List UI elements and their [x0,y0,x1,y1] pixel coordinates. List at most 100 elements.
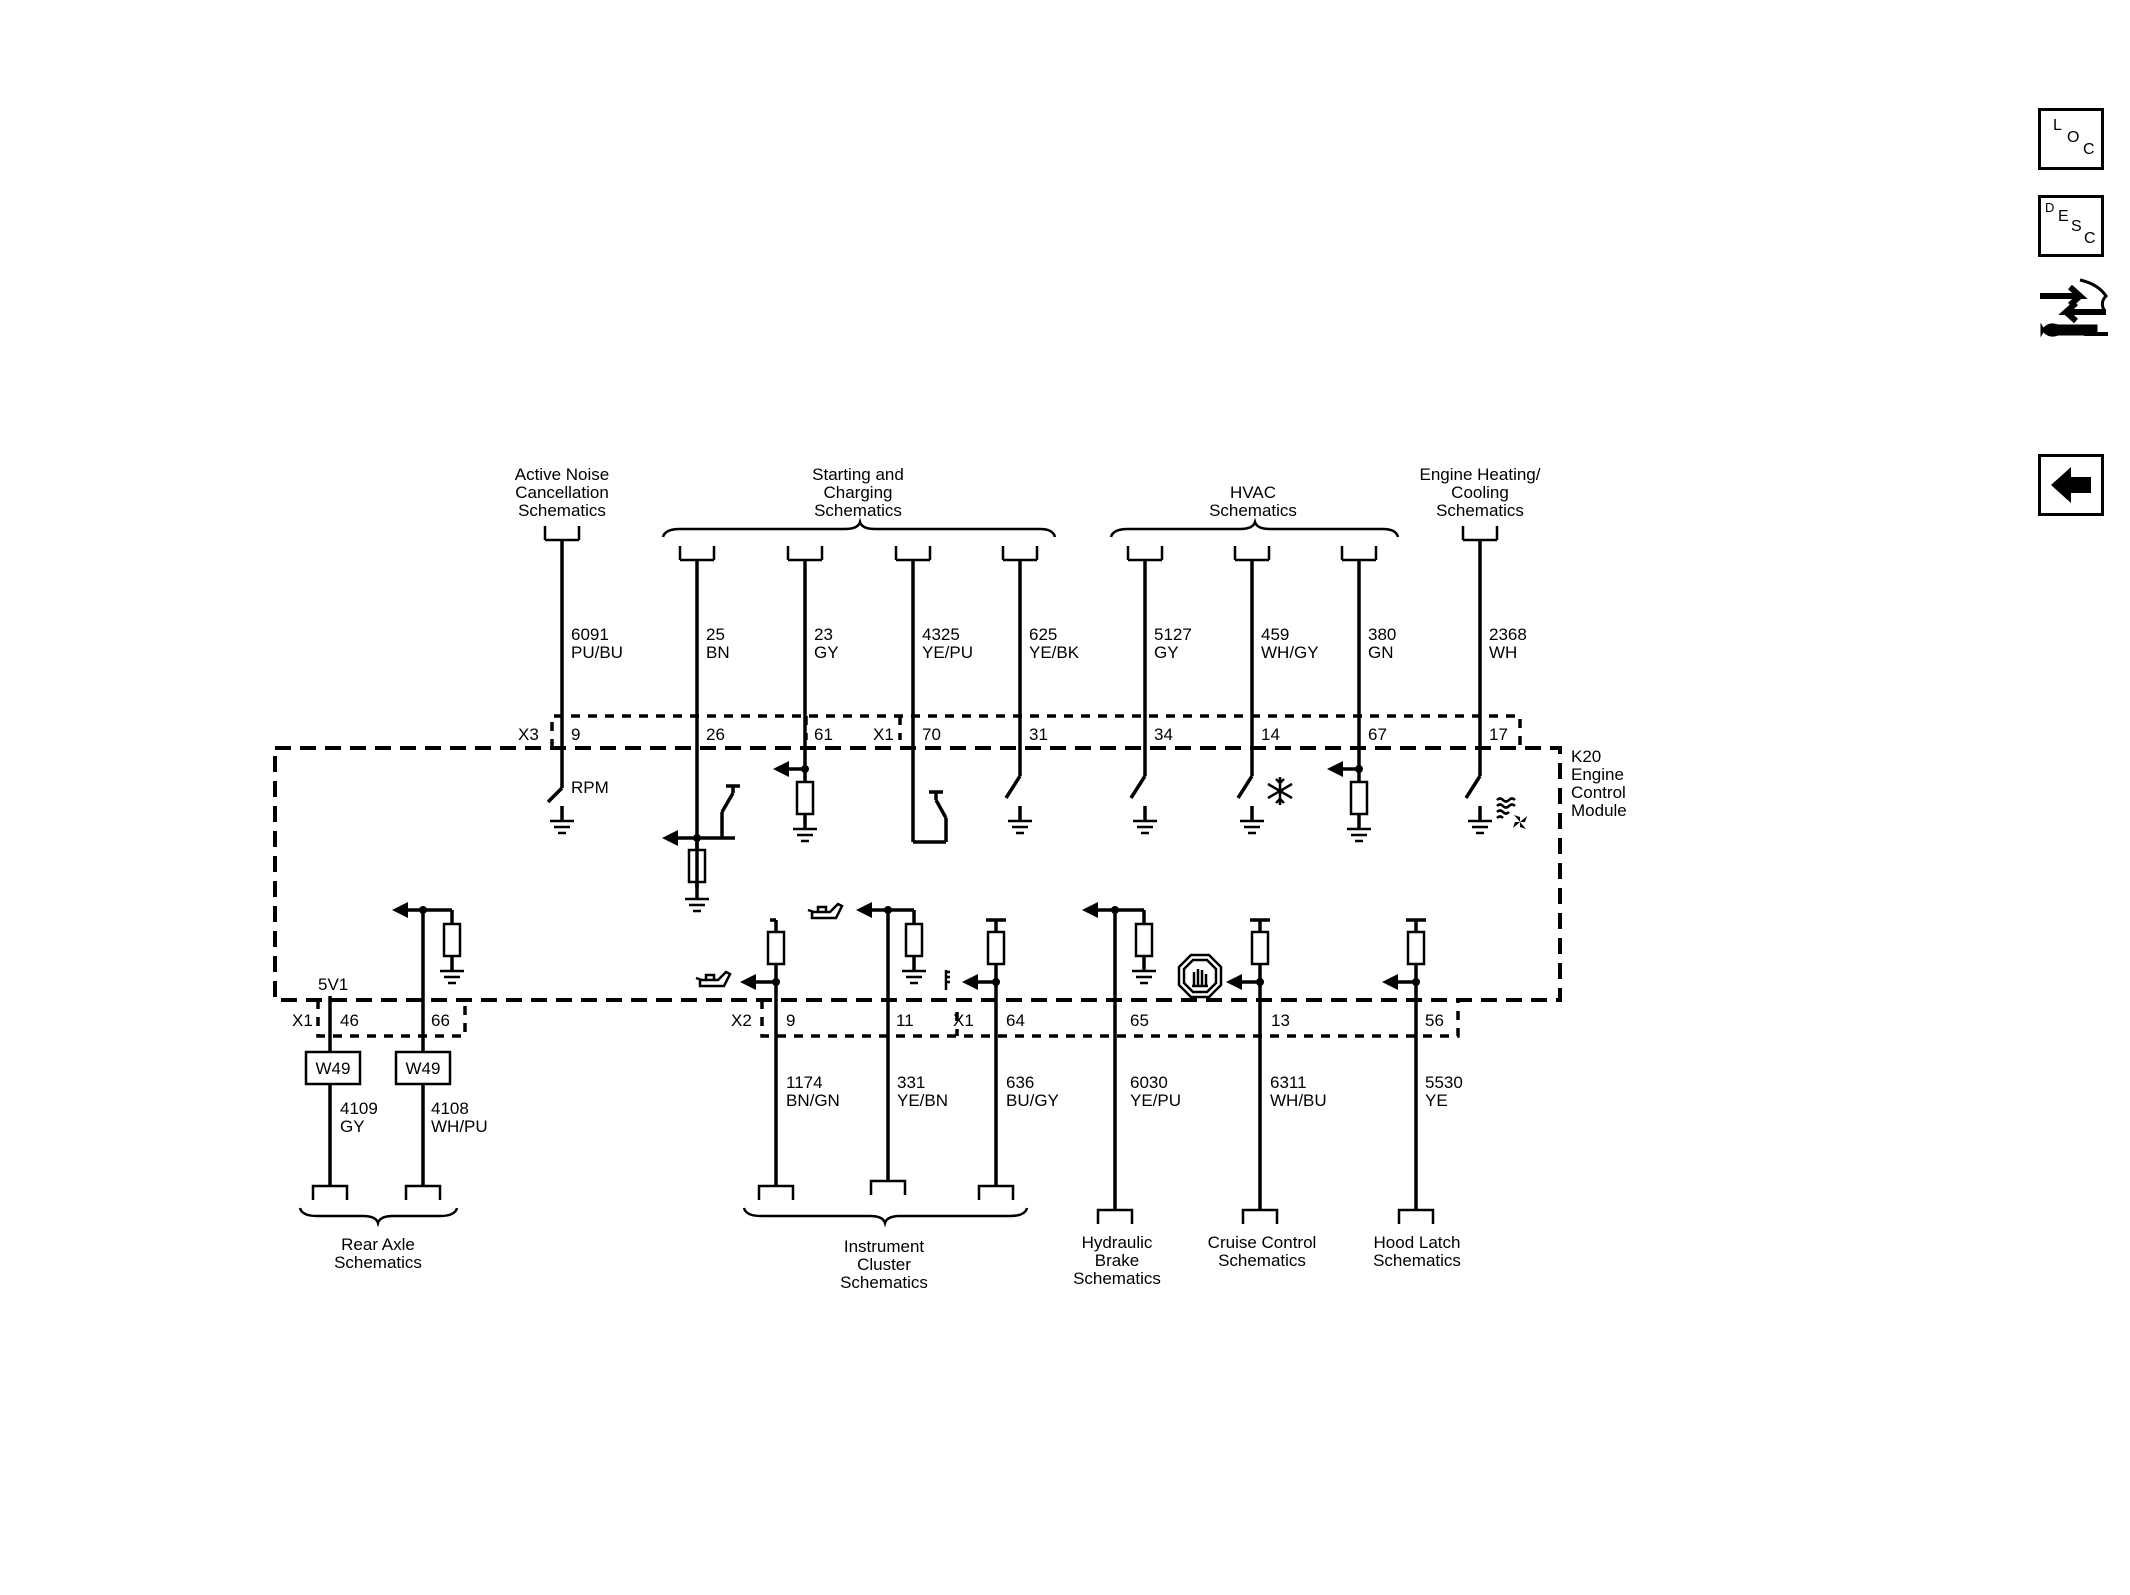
connector-x3-label: X3 [518,725,539,744]
instrument-cluster-bracket [742,1207,1029,1228]
svg-text:GN: GN [1368,643,1394,662]
svg-text:Schematics: Schematics [334,1253,422,1272]
location-button[interactable]: L O C [2038,108,2104,170]
pin-x1-64-circuit [962,918,1006,990]
wire-459[interactable]: 459 WH/GY 14 [1250,560,1319,776]
svg-text:Schematics: Schematics [1218,1251,1306,1270]
stop-hand-icon [1177,953,1223,999]
svg-text:46: 46 [340,1011,359,1030]
svg-text:Schematics: Schematics [1209,501,1297,520]
svg-text:13: 13 [1271,1011,1290,1030]
oil-can-icon [695,970,732,988]
pin-26-circuit [662,784,740,898]
connector-x1-top-label: X1 [873,725,894,744]
wire-380[interactable]: 380 GN 67 [1357,560,1396,782]
svg-text:Cluster: Cluster [857,1255,911,1274]
ground-icon [902,969,926,985]
splice-w49-left[interactable]: W49 [304,1050,362,1086]
destination-active-noise-cancellation[interactable]: Active Noise Cancellation Schematics [515,465,609,520]
wire-5127[interactable]: 5127 GY 34 [1143,560,1192,776]
loc-letter-o: O [2067,129,2080,146]
svg-text:6091: 6091 [571,625,609,644]
module-label-line-3: Control [1571,783,1626,802]
svg-text:459: 459 [1261,625,1289,644]
svg-text:6311: 6311 [1270,1073,1307,1092]
loc-letter-l: L [2053,117,2062,134]
pin-67-circuit [1327,761,1369,828]
destination-rear-axle[interactable]: Rear Axle Schematics [334,1235,422,1272]
svg-text:Rear Axle: Rear Axle [341,1235,415,1254]
svg-text:25: 25 [706,625,725,644]
rpm-switch: RPM [546,778,609,820]
oil-level-icon [807,902,844,920]
description-button[interactable]: D E S C [2038,195,2104,257]
destination-hood-latch[interactable]: Hood Latch Schematics [1373,1233,1461,1270]
svg-text:GY: GY [340,1117,365,1136]
svg-text:GY: GY [1154,643,1179,662]
wire-4325[interactable]: 4325 YE/PU 70 [911,560,973,842]
svg-text:Brake: Brake [1095,1251,1139,1270]
svg-text:YE/BN: YE/BN [897,1091,948,1110]
pin-34-switch [1129,775,1147,820]
svg-text:64: 64 [1006,1011,1025,1030]
pin-13-circuit [1226,918,1270,990]
wire-625[interactable]: 625 YE/BK 31 [1018,560,1080,776]
svg-text:11: 11 [896,1011,914,1030]
svg-text:5530: 5530 [1425,1073,1463,1092]
wire-2368[interactable]: 2368 WH 17 [1478,540,1527,776]
destination-starting-charging[interactable]: Starting and Charging Schematics [812,465,904,520]
svg-text:9: 9 [786,1011,795,1030]
destination-hydraulic-brake[interactable]: Hydraulic Brake Schematics [1073,1233,1161,1288]
wire-6030[interactable]: 65 6030 YE/PU [1113,910,1181,1210]
svg-text:Schematics: Schematics [1436,501,1524,520]
starting-charging-bracket [661,517,1057,538]
wire-331[interactable]: 11 331 YE/BN [886,910,948,1180]
ground-icon [685,897,709,913]
svg-text:61: 61 [814,725,833,744]
wire-23[interactable]: 23 GY 61 [803,560,839,782]
wire-636[interactable]: 64 636 BU/GY [994,982,1059,1185]
svg-text:Hydraulic: Hydraulic [1082,1233,1153,1252]
svg-text:WH: WH [1489,643,1517,662]
pin-17-switch [1464,775,1482,820]
svg-text:636: 636 [1006,1073,1034,1092]
svg-text:BN/GN: BN/GN [786,1091,840,1110]
destination-hvac[interactable]: HVAC Schematics [1209,483,1297,520]
connector-repair-icon[interactable] [2036,276,2112,352]
svg-text:WH/BU: WH/BU [1270,1091,1327,1110]
destination-engine-heating-cooling[interactable]: Engine Heating/ Cooling Schematics [1420,465,1541,520]
svg-text:66: 66 [431,1011,450,1030]
svg-text:14: 14 [1261,725,1280,744]
ground-icon [793,827,817,843]
wire-4108[interactable]: 66 4108 WH/PU [421,910,488,1185]
svg-text:331: 331 [897,1073,925,1092]
pin-65-circuit [1082,902,1154,970]
connector-x1-left-outline [316,1000,467,1038]
wire-1174[interactable]: 9 1174 BN/GN [774,982,840,1185]
back-arrow-icon [2051,467,2091,503]
svg-text:Cruise Control: Cruise Control [1208,1233,1317,1252]
connector-x3-x1-top-outline [550,714,1522,748]
svg-text:YE/BK: YE/BK [1029,643,1080,662]
splice-w49-right[interactable]: W49 [394,1050,452,1086]
svg-text:9: 9 [571,725,580,744]
pin-66-circuit [392,902,462,970]
wire-6091[interactable]: 6091 PU/BU 9 [560,540,623,788]
wire-5530[interactable]: 56 5530 YE [1414,982,1463,1210]
svg-text:4325: 4325 [922,625,960,644]
svg-text:2368: 2368 [1489,625,1527,644]
wire-6311[interactable]: 13 6311 WH/BU [1258,982,1327,1210]
svg-text:23: 23 [814,625,833,644]
destination-instrument-cluster[interactable]: Instrument Cluster Schematics [840,1237,928,1292]
destination-cruise-control[interactable]: Cruise Control Schematics [1208,1233,1317,1270]
snowflake-icon [1267,777,1293,805]
svg-text:RPM: RPM [571,778,609,797]
back-button[interactable] [2038,454,2104,516]
svg-text:Starting and: Starting and [812,465,904,484]
supply-5v1-label: 5V1 [318,975,348,994]
svg-text:17: 17 [1489,725,1508,744]
wire-25[interactable]: 25 BN 26 [695,560,730,888]
wire-4109[interactable]: 46 4109 GY [328,996,378,1185]
svg-text:5127: 5127 [1154,625,1192,644]
svg-text:Schematics: Schematics [518,501,606,520]
